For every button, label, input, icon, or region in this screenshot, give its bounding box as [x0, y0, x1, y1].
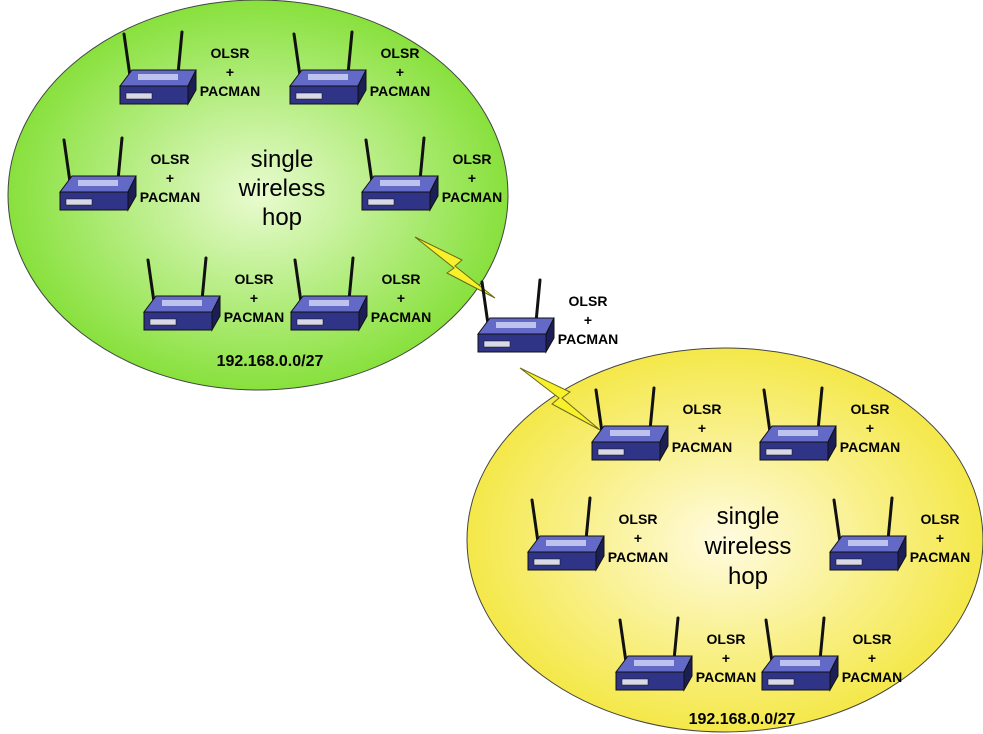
protocol-label-line3: PACMAN — [608, 549, 668, 565]
wireless-router-icon — [143, 256, 221, 332]
protocol-label-plus: + — [634, 530, 642, 546]
protocol-label-line1: OLSR — [853, 631, 892, 647]
center-line-3: hop — [262, 204, 302, 231]
yellow-node-3: OLSR + PACMAN — [829, 496, 970, 572]
protocol-label-line3: PACMAN — [442, 189, 502, 205]
protocol-label-line1: OLSR — [453, 151, 492, 167]
bridge-node-0: OLSR + PACMAN — [477, 278, 618, 354]
yellow-node-0: OLSR + PACMAN — [591, 386, 732, 462]
protocol-label-plus: + — [226, 64, 234, 80]
yellow-node-4: OLSR + PACMAN — [615, 616, 756, 692]
protocol-label-line1: OLSR — [619, 511, 658, 527]
wireless-router-icon — [289, 30, 367, 106]
protocol-label-plus: + — [468, 170, 476, 186]
protocol-label-plus: + — [936, 530, 944, 546]
wireless-router-icon — [591, 386, 669, 462]
green-node-3: OLSR + PACMAN — [361, 136, 502, 212]
wireless-router-icon — [829, 496, 907, 572]
protocol-label-line3: PACMAN — [200, 83, 260, 99]
green-node-5: OLSR + PACMAN — [290, 256, 431, 332]
protocol-label-line1: OLSR — [382, 271, 421, 287]
green-node-0: OLSR + PACMAN — [119, 30, 260, 106]
protocol-label-line3: PACMAN — [224, 309, 284, 325]
green-node-2: OLSR + PACMAN — [59, 136, 200, 212]
wireless-router-icon — [527, 496, 605, 572]
green-node-4: OLSR + PACMAN — [143, 256, 284, 332]
protocol-label-plus: + — [396, 64, 404, 80]
protocol-label-line3: PACMAN — [672, 439, 732, 455]
protocol-label-line1: OLSR — [683, 401, 722, 417]
protocol-label-line3: PACMAN — [371, 309, 431, 325]
wireless-router-icon — [761, 616, 839, 692]
lightning-bolt-icon — [519, 367, 601, 431]
wireless-router-icon — [477, 278, 555, 354]
center-line-1: single — [717, 503, 780, 530]
protocol-label-line1: OLSR — [921, 511, 960, 527]
protocol-label-plus: + — [397, 290, 405, 306]
router-layer: OLSR + PACMAN OLSR + PACMAN OLSR + PACMAN OLSR + PA… — [59, 30, 970, 692]
cluster-green-center-text: single wireless hop — [238, 146, 326, 231]
center-line-2: wireless — [238, 175, 326, 202]
lightning-bolt-icon — [414, 236, 496, 299]
subnet-label: 192.168.0.0/27 — [689, 711, 796, 728]
wireless-router-icon — [59, 136, 137, 212]
protocol-label-line1: OLSR — [381, 45, 420, 61]
green-node-1: OLSR + PACMAN — [289, 30, 430, 106]
center-line-2: wireless — [704, 533, 792, 560]
protocol-label-plus: + — [250, 290, 258, 306]
protocol-label-plus: + — [866, 420, 874, 436]
protocol-label-line3: PACMAN — [370, 83, 430, 99]
cluster-yellow-center-text: single wireless hop — [704, 503, 792, 590]
wireless-router-icon — [361, 136, 439, 212]
protocol-label-line3: PACMAN — [842, 669, 902, 685]
protocol-label-line3: PACMAN — [910, 549, 970, 565]
protocol-label-plus: + — [166, 170, 174, 186]
center-line-3: hop — [728, 563, 768, 590]
yellow-node-5: OLSR + PACMAN — [761, 616, 902, 692]
protocol-label-plus: + — [868, 650, 876, 666]
wireless-router-icon — [759, 386, 837, 462]
protocol-label-plus: + — [698, 420, 706, 436]
protocol-label-line3: PACMAN — [140, 189, 200, 205]
center-line-1: single — [251, 146, 314, 173]
protocol-label-line1: OLSR — [211, 45, 250, 61]
protocol-label-plus: + — [584, 312, 592, 328]
protocol-label-line3: PACMAN — [696, 669, 756, 685]
protocol-label-line1: OLSR — [235, 271, 274, 287]
wireless-router-icon — [615, 616, 693, 692]
yellow-node-1: OLSR + PACMAN — [759, 386, 900, 462]
wireless-router-icon — [119, 30, 197, 106]
protocol-label-line3: PACMAN — [840, 439, 900, 455]
wireless-router-icon — [290, 256, 368, 332]
yellow-node-2: OLSR + PACMAN — [527, 496, 668, 572]
protocol-label-plus: + — [722, 650, 730, 666]
protocol-label-line1: OLSR — [707, 631, 746, 647]
protocol-label-line1: OLSR — [569, 293, 608, 309]
protocol-label-line1: OLSR — [851, 401, 890, 417]
protocol-label-line3: PACMAN — [558, 331, 618, 347]
protocol-label-line1: OLSR — [151, 151, 190, 167]
subnet-label: 192.168.0.0/27 — [217, 353, 324, 370]
